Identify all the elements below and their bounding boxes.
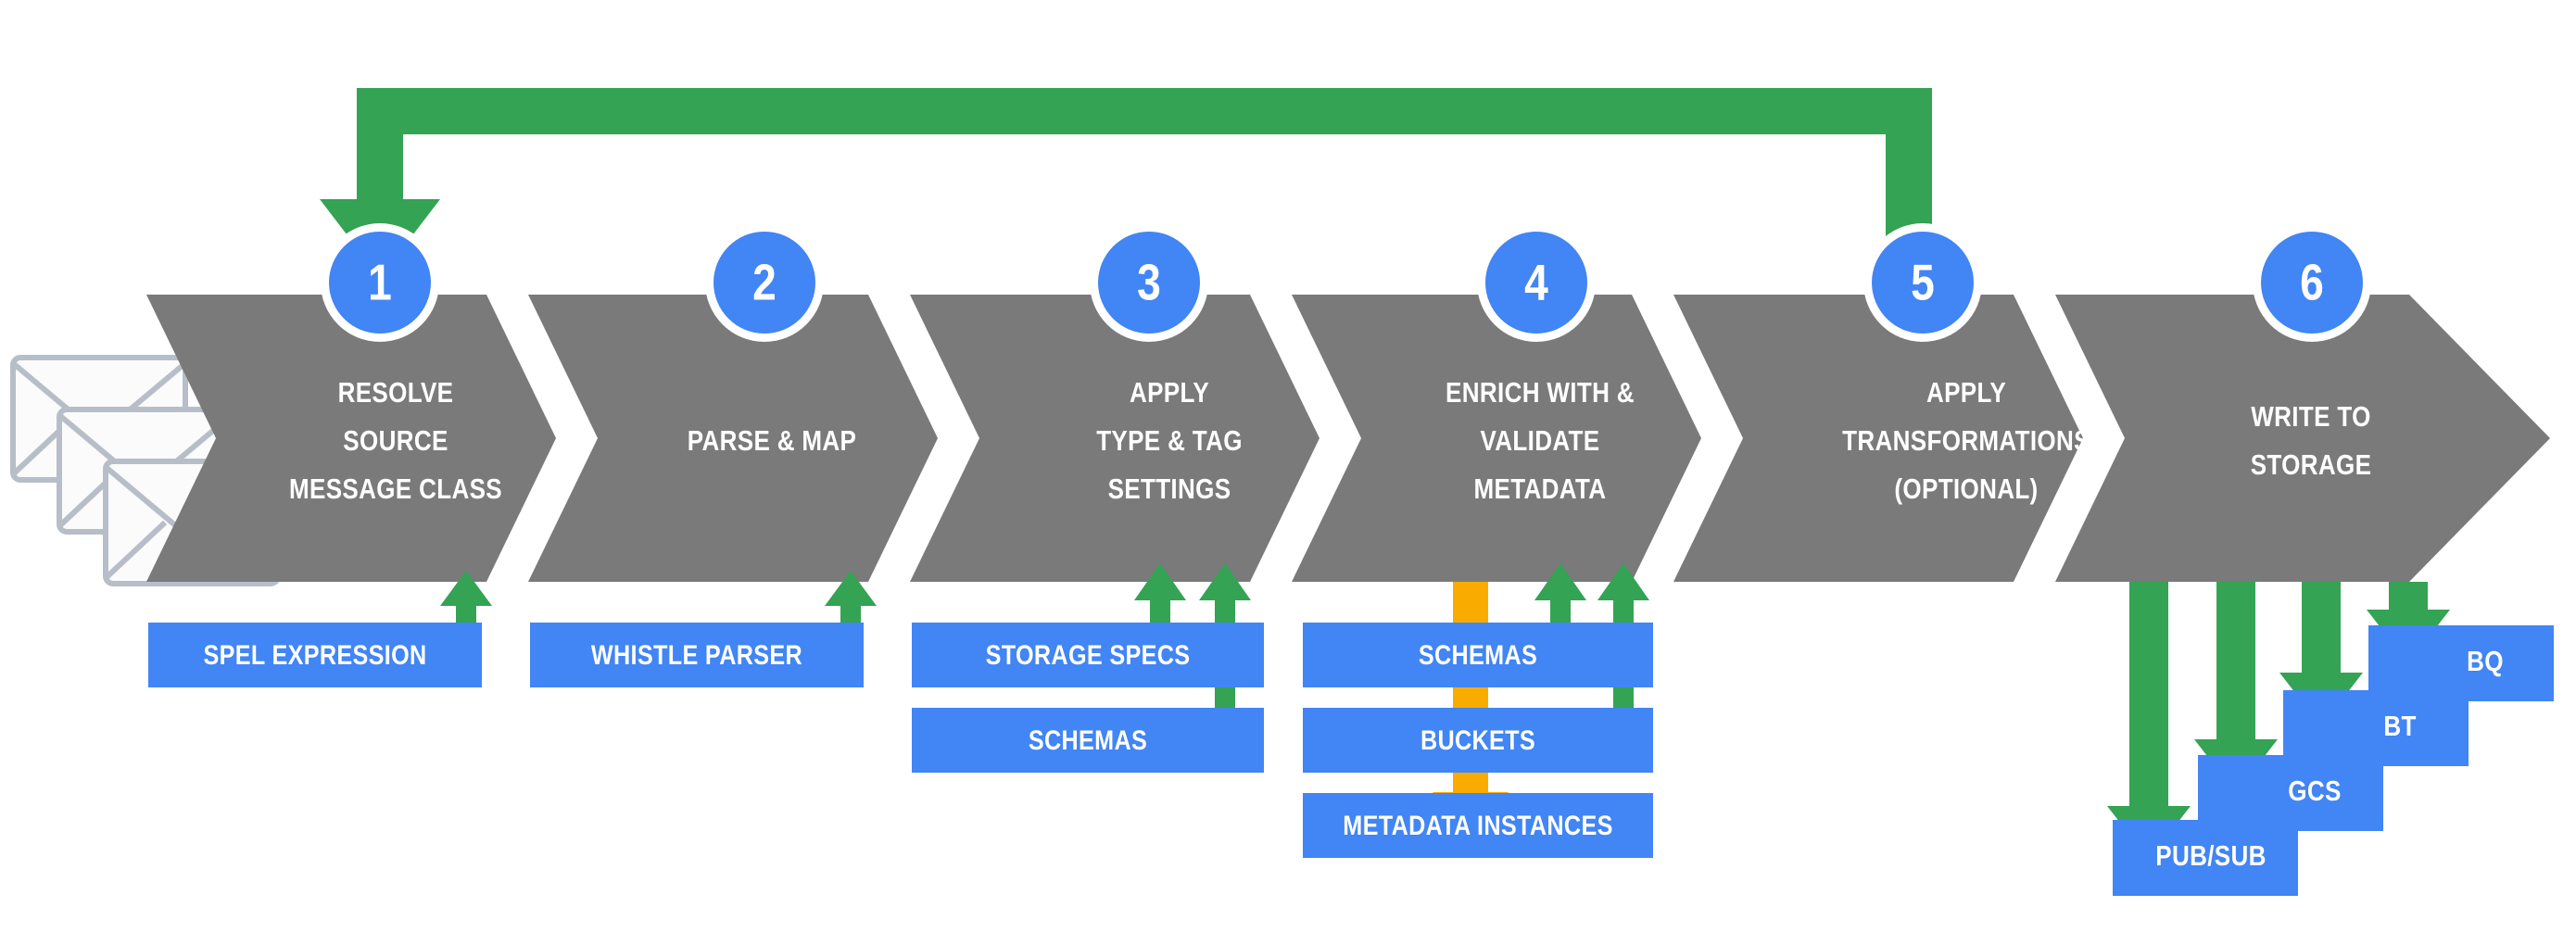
step-3-line-3: SETTINGS [1108, 473, 1231, 506]
step-badge-5[interactable]: 5 [1863, 223, 1982, 342]
chip-step4-buckets[interactable]: BUCKETS [1303, 708, 1653, 773]
step-badge-5-number: 5 [1911, 254, 1935, 311]
chip-storage-specs[interactable]: STORAGE SPECS [912, 623, 1264, 687]
step-badge-1-number: 1 [368, 254, 392, 311]
step-5-line-1: APPLY [1926, 377, 2006, 409]
storage-targets: BQ BT GCS PUB/SUB [2113, 625, 2554, 896]
arrow-storage-specs [1134, 563, 1186, 663]
step-1-line-3: MESSAGE CLASS [289, 473, 502, 506]
step-badge-2-number: 2 [752, 254, 777, 311]
step-3-line-2: TYPE & TAG [1096, 425, 1243, 458]
step-badge-2[interactable]: 2 [705, 223, 824, 342]
step-badge-3[interactable]: 3 [1090, 223, 1208, 342]
chip-spel-expression-label: SPEL EXPRESSION [203, 639, 426, 671]
storage-target-bq[interactable]: BQ [2368, 625, 2554, 701]
step-4-line-2: VALIDATE [1481, 425, 1600, 458]
storage-target-pubsub-label: PUB/SUB [2155, 840, 2266, 873]
storage-target-bt-label: BT [2383, 711, 2417, 743]
chip-step4-schemas-label: SCHEMAS [1419, 639, 1537, 671]
chip-whistle-parser-label: WHISTLE PARSER [591, 639, 802, 671]
arrow-bq [2367, 582, 2450, 663]
storage-target-gcs[interactable]: GCS [2198, 755, 2383, 831]
step-badge-4[interactable]: 4 [1477, 223, 1596, 342]
step-number-badges: 1 2 3 4 5 [321, 223, 2371, 342]
arrow-gcs [2194, 582, 2278, 793]
step-3-line-1: APPLY [1130, 377, 1209, 409]
step-3-text: APPLY TYPE & TAG SETTINGS [1096, 377, 1243, 506]
storage-target-gcs-label: GCS [2288, 775, 2341, 808]
arrow-pubsub [2107, 582, 2191, 860]
step-badge-3-number: 3 [1137, 254, 1161, 311]
step-chips: SPEL EXPRESSION WHISTLE PARSER STORAGE S… [148, 623, 1653, 858]
arrow-whistle-parser [825, 571, 877, 663]
chevron-step-1 [146, 295, 556, 582]
storage-target-bq-label: BQ [2467, 646, 2504, 678]
chevron-step-3 [910, 295, 1320, 582]
step-badge-1[interactable]: 1 [321, 223, 439, 342]
step-4-line-3: METADATA [1474, 473, 1607, 506]
step-5-text: APPLY TRANSFORMATIONS (OPTIONAL) [1842, 377, 2090, 506]
step-4-text: ENRICH WITH & VALIDATE METADATA [1446, 377, 1635, 506]
chevron-step-2 [528, 295, 938, 582]
step-badge-4-number: 4 [1524, 254, 1548, 311]
step-1-text: RESOLVE SOURCE MESSAGE CLASS [289, 377, 502, 506]
chevron-step-6 [2055, 295, 2550, 582]
step-badge-6-number: 6 [2300, 254, 2324, 311]
step-6-line-1: WRITE TO [2251, 401, 2370, 434]
chip-whistle-parser[interactable]: WHISTLE PARSER [530, 623, 864, 687]
chip-spel-expression[interactable]: SPEL EXPRESSION [148, 623, 482, 687]
chip-step3-schemas[interactable]: SCHEMAS [912, 708, 1264, 773]
step-6-line-2: STORAGE [2251, 449, 2372, 482]
step-6-text: WRITE TO STORAGE [2251, 401, 2372, 482]
step-1-line-2: SOURCE [343, 425, 448, 458]
step-badge-6[interactable]: 6 [2253, 223, 2371, 342]
step-4-line-1: ENRICH WITH & [1446, 377, 1635, 409]
step-5-line-3: (OPTIONAL) [1894, 473, 2038, 506]
chip-storage-specs-label: STORAGE SPECS [986, 639, 1191, 671]
arrow-spel-expression [440, 571, 492, 663]
chevron-step-4 [1292, 295, 1701, 582]
step-chevrons [146, 295, 2550, 582]
chip-step4-buckets-label: BUCKETS [1421, 724, 1535, 756]
step-2-text: PARSE & MAP [688, 425, 857, 458]
chip-step3-schemas-label: SCHEMAS [1029, 724, 1147, 756]
step-1-line-1: RESOLVE [338, 377, 454, 409]
chip-metadata-instances[interactable]: METADATA INSTANCES [1303, 793, 1653, 858]
arrow-step4-schemas [1534, 563, 1586, 663]
chip-metadata-instances-label: METADATA INSTANCES [1343, 810, 1612, 841]
feedback-loop-arrow [320, 88, 1932, 278]
storage-target-pubsub[interactable]: PUB/SUB [2113, 820, 2298, 896]
chevron-step-5 [1673, 295, 2083, 582]
storage-target-bt[interactable]: BT [2283, 690, 2469, 766]
step-2-line-1: PARSE & MAP [688, 425, 857, 458]
step-5-line-2: TRANSFORMATIONS [1842, 425, 2090, 458]
chip-step4-schemas[interactable]: SCHEMAS [1303, 623, 1653, 687]
